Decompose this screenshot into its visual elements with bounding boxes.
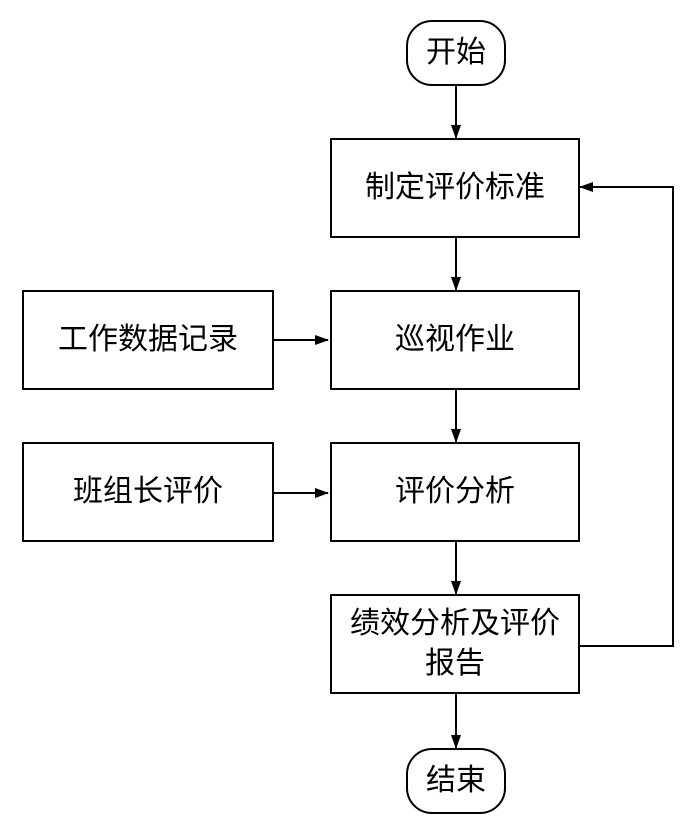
set-criteria-label: 制定评价标准 <box>365 170 545 205</box>
start-node: 开始 <box>406 20 506 86</box>
end-label: 结束 <box>426 763 486 798</box>
evaluation-box: 评价分析 <box>330 442 580 542</box>
report-label: 绩效分析及评价报告 <box>350 606 560 681</box>
work-records-box: 工作数据记录 <box>22 290 274 390</box>
feedback-loop-arrow <box>579 182 674 647</box>
end-node: 结束 <box>406 748 506 814</box>
team-leader-box: 班组长评价 <box>22 442 274 542</box>
team-leader-label: 班组长评价 <box>73 474 223 509</box>
patrol-label: 巡视作业 <box>395 322 515 357</box>
start-label: 开始 <box>426 35 486 70</box>
report-box: 绩效分析及评价报告 <box>330 594 580 694</box>
patrol-box: 巡视作业 <box>330 290 580 390</box>
work-records-label: 工作数据记录 <box>58 322 238 357</box>
evaluation-label: 评价分析 <box>395 474 515 509</box>
set-criteria-box: 制定评价标准 <box>330 138 580 238</box>
